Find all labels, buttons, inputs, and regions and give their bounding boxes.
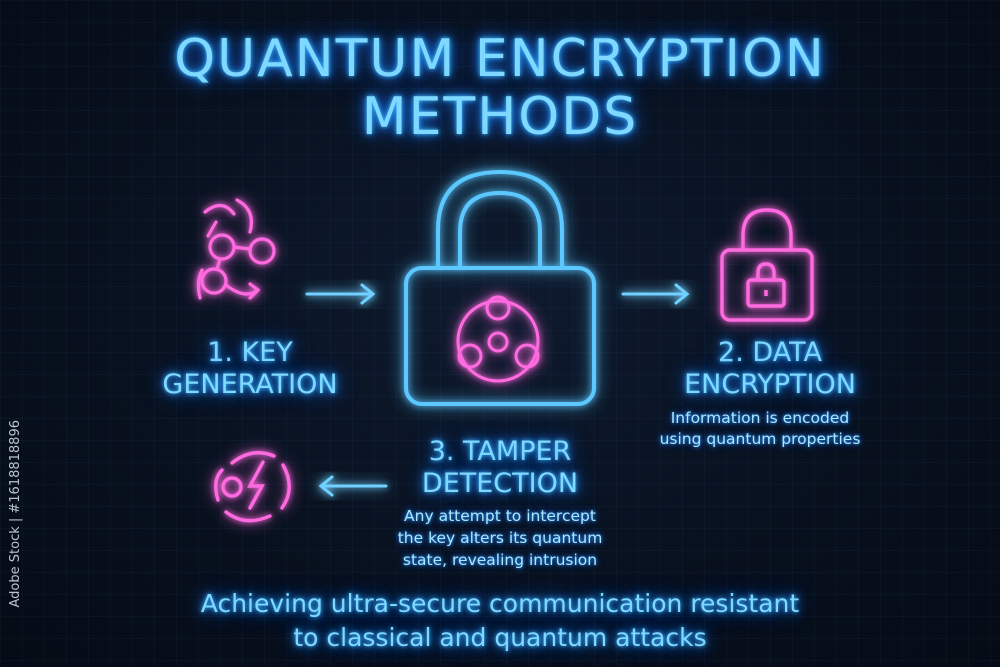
step-3-description-line-3: state, revealing intrusion (402, 551, 598, 569)
large-padlock-quantum-icon (404, 169, 596, 406)
arrow-left (318, 475, 388, 497)
step-3-title-line-1: 3. TAMPER (428, 436, 572, 467)
title-line-2: METHODS (361, 87, 639, 147)
step-3-description-line-1: Any attempt to intercept (404, 507, 596, 525)
footer-line-2: to classical and quantum attacks (293, 623, 707, 652)
arrow-right-1 (305, 283, 376, 305)
side-watermark-text: Adobe Stock | #1618818896 (8, 420, 23, 608)
step-2-description-line-1: Information is encoded (670, 409, 850, 427)
step-1-title-line-1: 1. KEY (207, 337, 293, 368)
lightning-circle-icon (214, 451, 291, 523)
quantum-core-icon (456, 295, 540, 383)
atom-network-icon (196, 198, 276, 300)
arrow-right-2 (621, 283, 690, 305)
step-2-description-line-2: using quantum properties (659, 430, 861, 448)
footer-line-1: Achieving ultra-secure communication res… (200, 589, 800, 618)
step-3-description-line-2: the key alters its quantum (397, 529, 603, 547)
step-3-title-line-2: DETECTION (421, 468, 579, 499)
step-2-title-line-1: 2. DATA (718, 337, 822, 368)
step-2-title-line-2: ENCRYPTION (684, 369, 856, 400)
title-line-1: QUANTUM ENCRYPTION (174, 29, 826, 89)
padlock-icon (720, 208, 814, 322)
step-1-title-line-2: GENERATION (162, 369, 338, 400)
